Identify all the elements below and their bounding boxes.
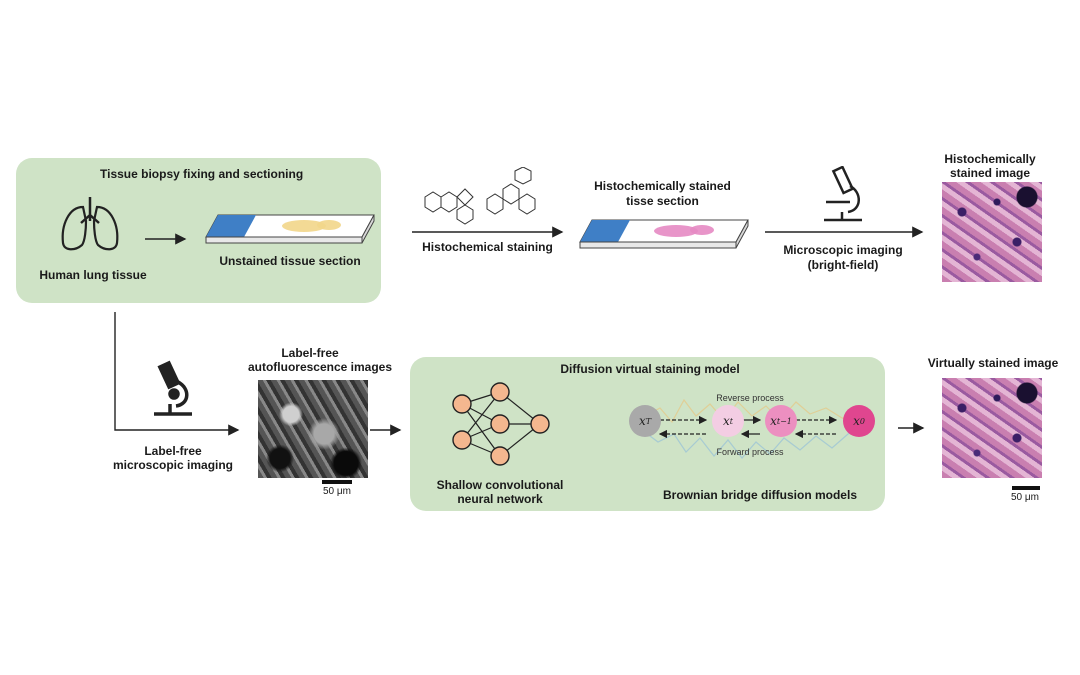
unstained-slide	[205, 214, 375, 244]
state-symbol: x	[723, 414, 730, 428]
brownian-bridge-diagram	[641, 398, 861, 459]
state-subscript: t	[729, 416, 733, 426]
microscopic-imaging-label-2: (bright-field)	[807, 258, 879, 272]
autofluorescence-image	[258, 380, 368, 478]
histo-image-title-1: Histochemically	[944, 152, 1036, 166]
forward-process-label: Forward process	[716, 447, 784, 457]
microscopic-imaging-label-1: Microscopic imaging	[783, 243, 903, 257]
shallow-cnn-label-2: neural network	[457, 492, 543, 506]
stained-section-title-1: Histochemically stained	[594, 179, 731, 193]
histochemically-stained-image	[942, 182, 1042, 282]
chemical-structures	[424, 167, 536, 225]
autofluorescence-title-2: autofluorescence images	[247, 360, 393, 374]
labelfree-imaging-label-2: microscopic imaging	[112, 458, 234, 472]
scale-bar-left-label: 50 μm	[323, 486, 351, 497]
stained-section-title-2: tisse section	[626, 194, 699, 208]
state-subscript: 0	[859, 416, 865, 426]
virtual-image-title: Virtually stained image	[927, 356, 1059, 370]
state-subscript: t−1	[776, 416, 792, 426]
state-symbol: x	[853, 414, 860, 428]
biopsy-panel-title: Tissue biopsy fixing and sectioning	[100, 167, 304, 181]
microscope-icon	[824, 166, 862, 222]
state-symbol: x	[638, 414, 646, 428]
state-subscript: T	[645, 416, 652, 426]
labelfree-microscope-icon	[154, 360, 192, 416]
reverse-process-label: Reverse process	[716, 393, 784, 403]
autofluorescence-title-1: Label-free	[281, 346, 339, 360]
human-lung-label: Human lung tissue	[39, 268, 147, 282]
scale-bar-left	[322, 480, 352, 484]
stained-slide	[579, 219, 749, 249]
virtually-stained-image	[942, 378, 1042, 478]
bbdm-label: Brownian bridge diffusion models	[662, 488, 857, 502]
histochemical-staining-label: Histochemical staining	[422, 240, 553, 254]
lung-icon	[61, 197, 119, 251]
shallow-cnn-diagram	[452, 382, 550, 466]
state-symbol: x	[770, 414, 777, 428]
diffusion-panel-title: Diffusion virtual staining model	[560, 362, 740, 376]
scale-bar-right	[1012, 486, 1040, 490]
unstained-section-label: Unstained tissue section	[219, 254, 361, 268]
labelfree-imaging-label-1: Label-free	[144, 444, 202, 458]
scale-bar-right-label: 50 μm	[1011, 492, 1039, 503]
histo-image-title-2: stained image	[949, 166, 1031, 180]
shallow-cnn-label-1: Shallow convolutional	[436, 478, 564, 492]
